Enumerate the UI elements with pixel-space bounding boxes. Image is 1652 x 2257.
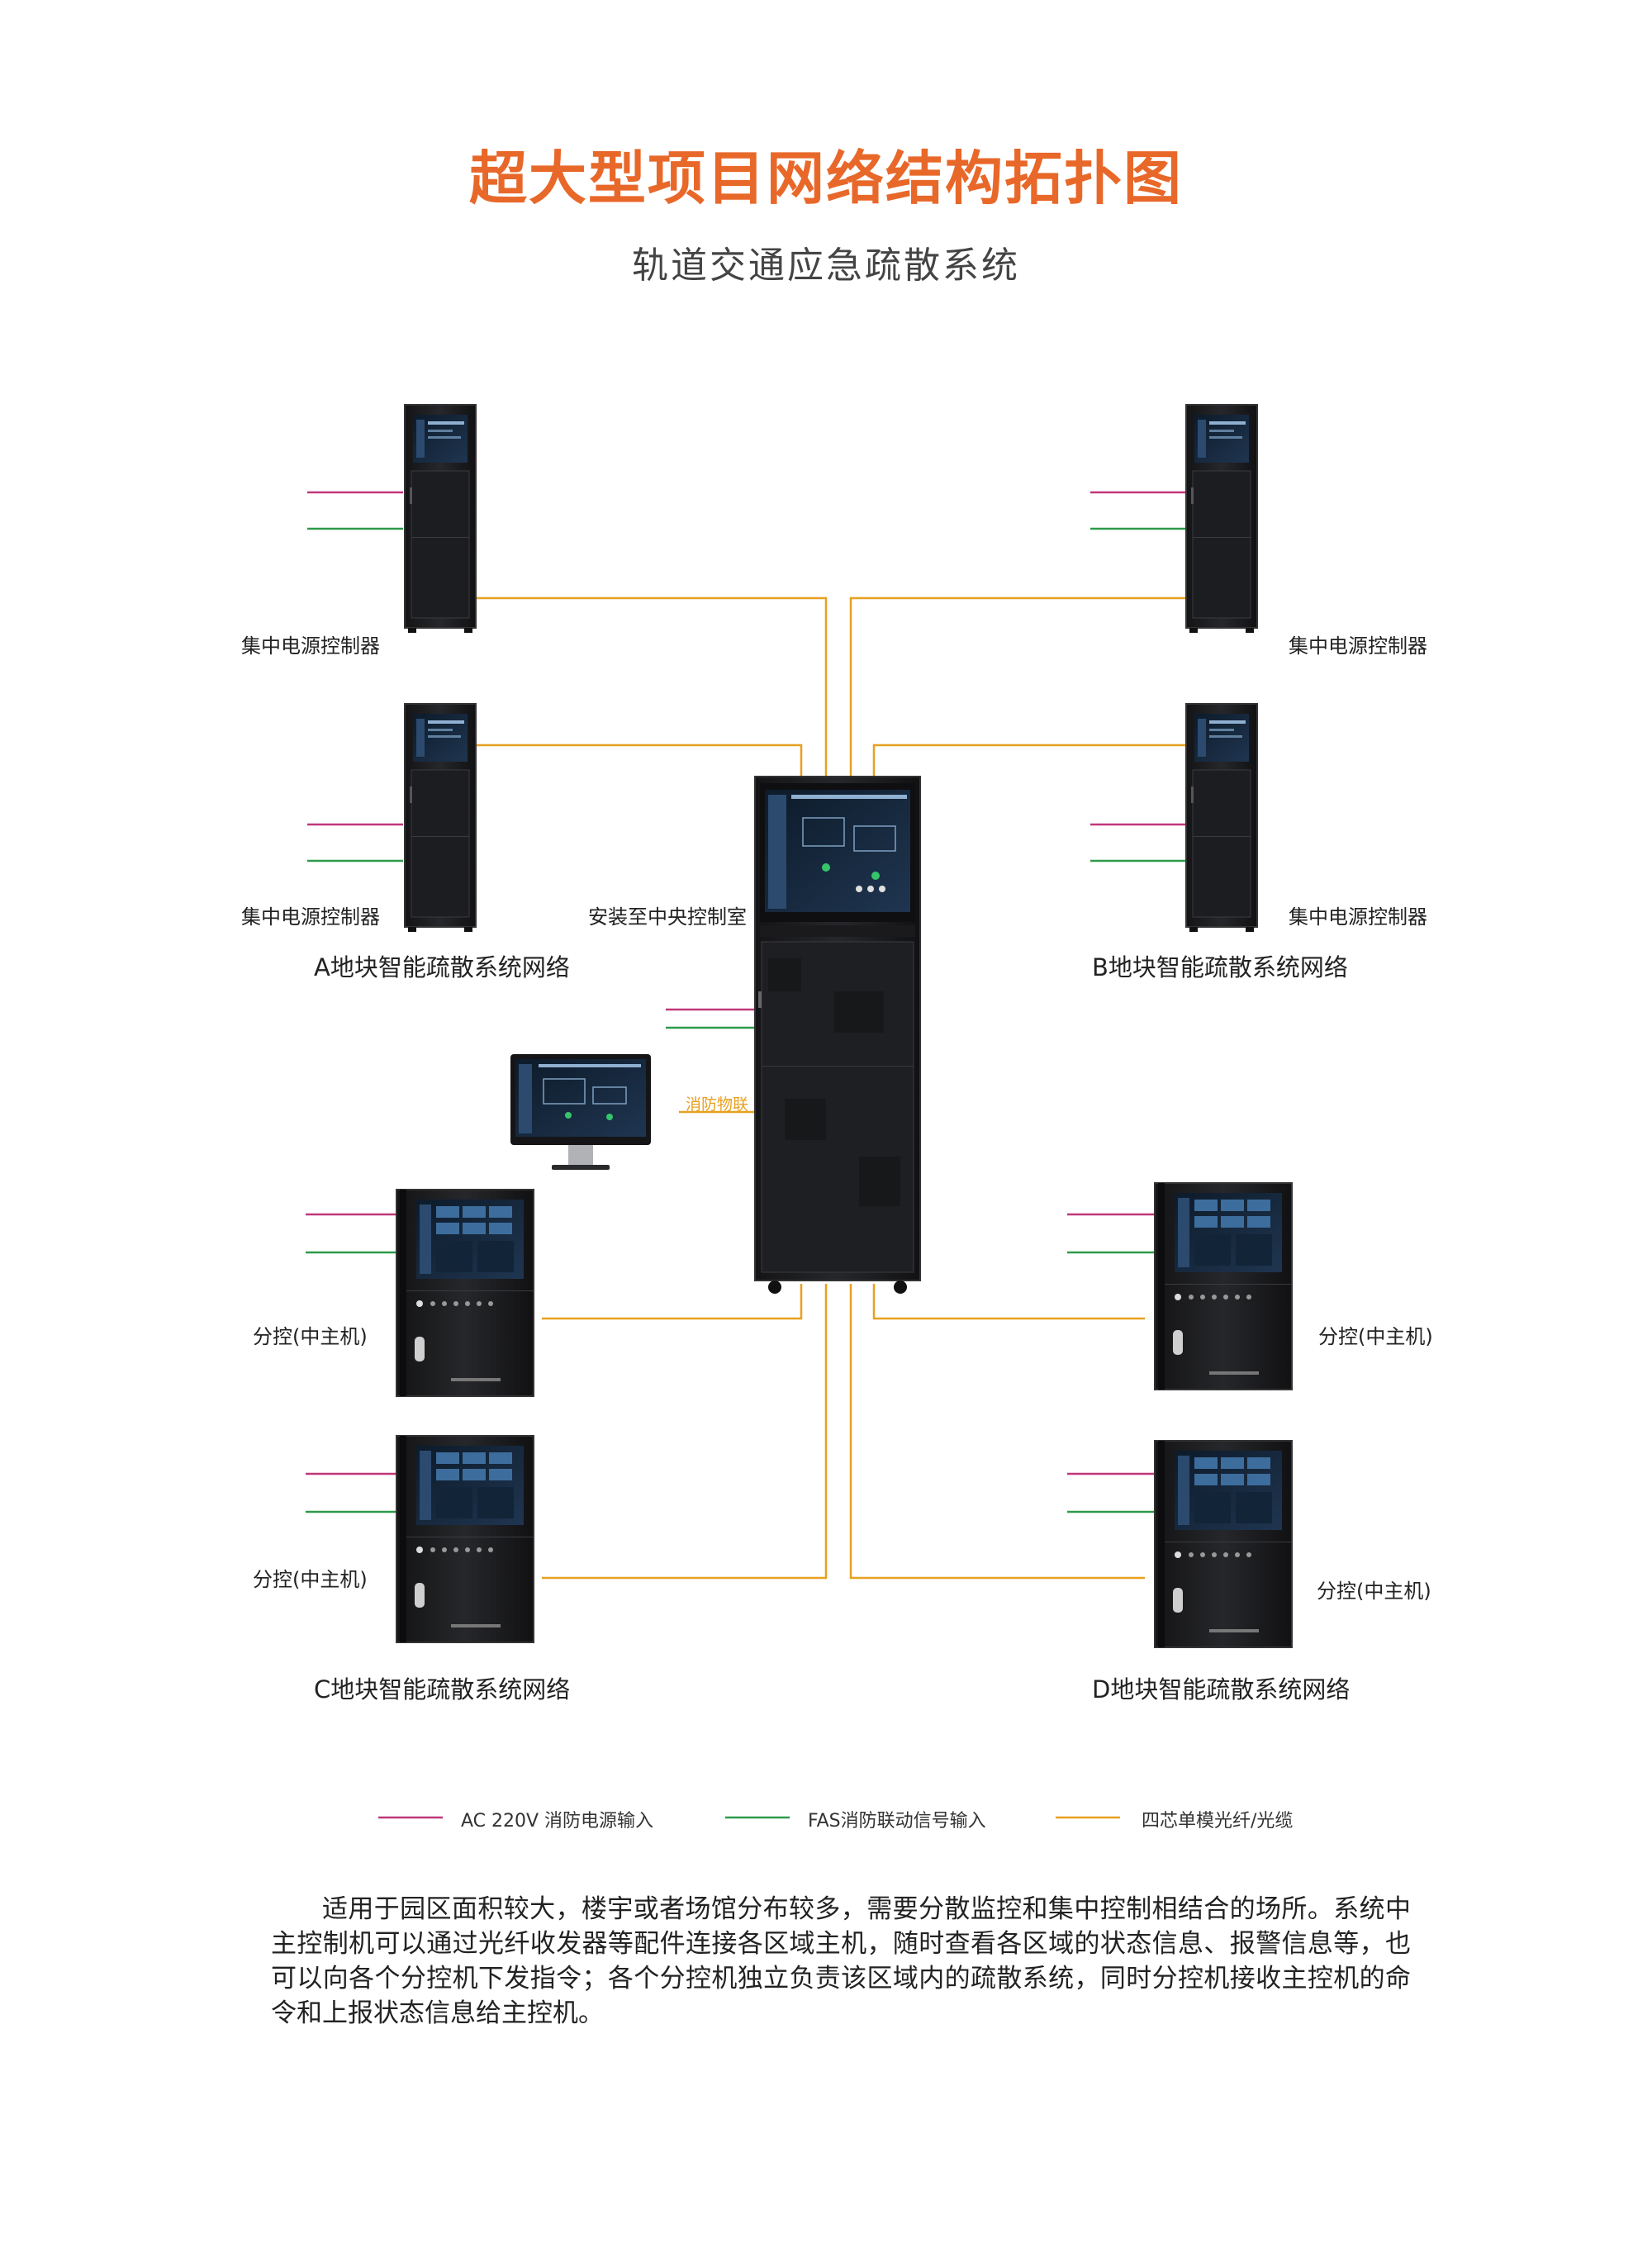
cabinet-b-top [1185, 404, 1258, 634]
monitor-workstation [510, 1053, 652, 1171]
branch-controller-d-top [1154, 1182, 1293, 1390]
branch-label: 分控(中主机) [253, 1568, 368, 1591]
fiber-line [476, 596, 828, 777]
central-location-label: 安装至中央控制室 [588, 905, 747, 929]
branch-label: 分控(中主机) [1318, 1325, 1433, 1348]
cabinet-label: 集中电源控制器 [241, 634, 380, 658]
cabinet-a-top [404, 404, 477, 634]
legend-fiber-label: 四芯单模光纤/光缆 [1142, 1811, 1294, 1832]
network-d-label: D地块智能疏散系统网络 [1092, 1675, 1351, 1703]
cabinet-a-bottom [404, 703, 477, 933]
legend-power-label: AC 220V 消防电源输入 [461, 1811, 654, 1832]
branch-controller-c-top [396, 1189, 534, 1397]
fiber-line [542, 1284, 828, 1580]
network-b-label: B地块智能疏散系统网络 [1092, 953, 1348, 981]
central-controller-cabinet [754, 776, 921, 1294]
page-title: 超大型项目网络结构拓扑图 [469, 145, 1183, 212]
page-subtitle: 轨道交通应急疏散系统 [632, 245, 1020, 287]
fiber-line [872, 744, 1186, 777]
branch-label: 分控(中主机) [253, 1325, 368, 1348]
cabinet-b-bottom [1185, 703, 1258, 933]
cabinet-label: 集中电源控制器 [241, 905, 380, 929]
fiber-line [849, 1284, 1145, 1580]
network-a-label: A地块智能疏散系统网络 [314, 953, 570, 981]
fiber-line [872, 1284, 1145, 1320]
branch-controller-c-bottom [396, 1435, 534, 1643]
branch-label: 分控(中主机) [1317, 1580, 1431, 1603]
fiber-line [542, 1284, 803, 1320]
cabinet-label: 集中电源控制器 [1289, 905, 1427, 929]
fiber-line [849, 596, 1186, 777]
branch-controller-d-bottom [1154, 1440, 1293, 1648]
fire-link-label: 消防物联 [686, 1095, 749, 1114]
cabinet-label: 集中电源控制器 [1289, 634, 1427, 658]
network-c-label: C地块智能疏散系统网络 [314, 1675, 571, 1703]
fiber-line [476, 744, 803, 777]
description-paragraph: 适用于园区面积较大，楼宇或者场馆分布较多，需要分散监控和集中控制相结合的场所。系… [271, 1894, 1411, 2028]
legend-fas-label: FAS消防联动信号输入 [808, 1811, 986, 1832]
